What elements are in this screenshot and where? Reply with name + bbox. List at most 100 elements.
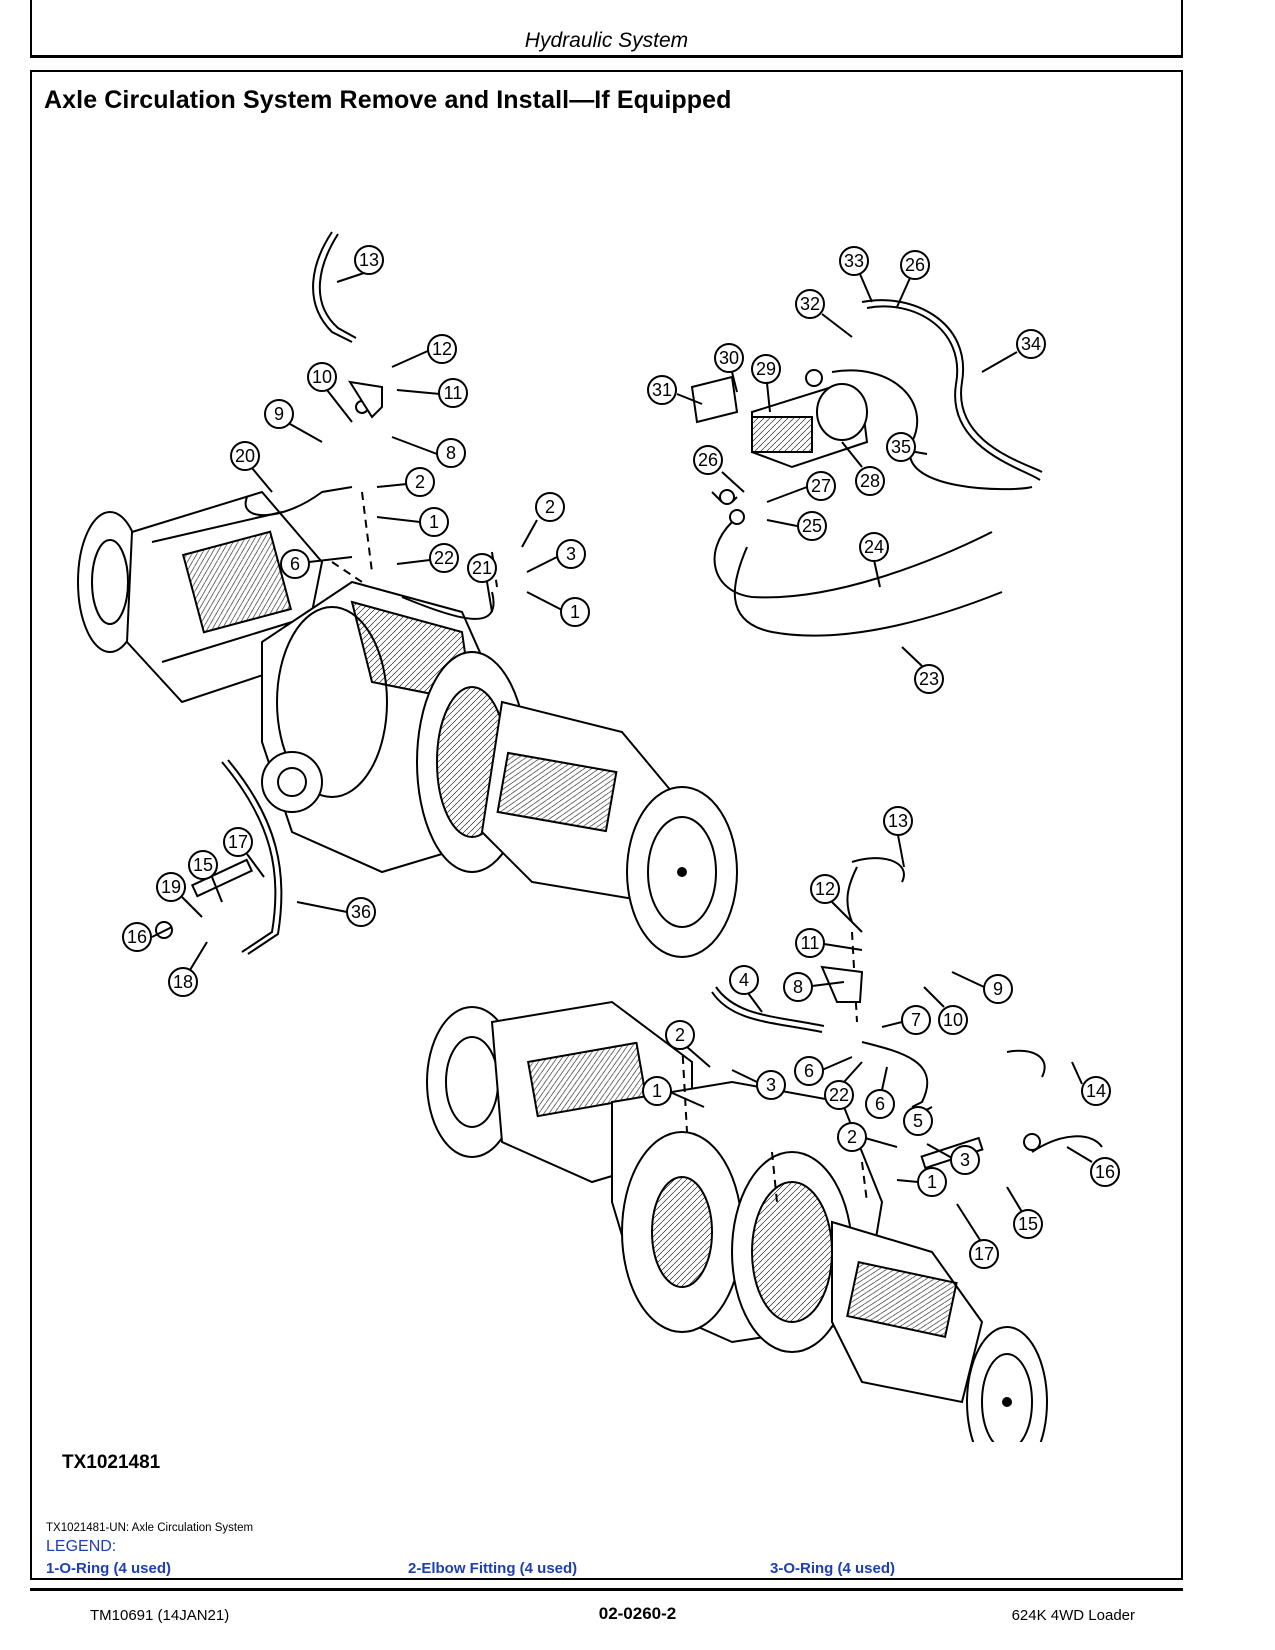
callout-6a: 6 [280,549,353,579]
callout-9: 9 [264,399,323,443]
callout-34: 34 [981,329,1046,373]
svg-text:18: 18 [173,972,193,992]
svg-text:6: 6 [875,1094,885,1114]
footer-page-number: 02-0260-2 [598,1604,677,1623]
callouts-upper: 13 12 11 10 9 8 20 2 1 6 22 21 2 3 1 17 … [122,245,590,997]
svg-text:20: 20 [235,446,255,466]
svg-text:36: 36 [351,902,371,922]
svg-text:11: 11 [444,383,463,403]
svg-text:26: 26 [905,255,925,275]
svg-text:29: 29 [756,359,776,379]
svg-text:17: 17 [974,1244,994,1264]
svg-text:6: 6 [804,1061,814,1081]
callout-2a: 2 [376,467,435,497]
lower-axle-drawing [426,1000,1048,1442]
callout-3c: 3 [926,1143,980,1175]
svg-text:10: 10 [312,367,332,387]
svg-text:7: 7 [911,1010,921,1030]
upper-hoses [155,231,498,955]
callout-26b: 26 [693,445,745,493]
svg-text:19: 19 [161,877,181,897]
callout-1a: 1 [376,507,449,537]
svg-text:25: 25 [802,516,822,536]
svg-text:8: 8 [793,977,803,997]
svg-text:1: 1 [429,512,439,532]
svg-text:28: 28 [860,471,880,491]
callout-1c: 1 [642,1076,705,1108]
footer-model: 624K 4WD Loader [1011,1607,1135,1624]
callout-33: 33 [839,246,873,303]
upper-axle-drawing [77,490,738,958]
callout-1d: 1 [896,1167,947,1197]
svg-text:10: 10 [943,1010,963,1030]
callout-28: 28 [841,441,885,496]
callout-19: 19 [156,872,203,918]
svg-text:3: 3 [566,544,576,564]
callout-13: 13 [336,245,384,283]
svg-text:1: 1 [652,1081,662,1101]
svg-text:2: 2 [415,472,425,492]
svg-text:15: 15 [193,855,213,875]
callout-30: 30 [714,343,744,393]
svg-text:12: 12 [815,879,835,899]
exploded-view-illustration: 13 12 11 10 9 8 20 2 1 6 22 21 2 3 1 17 … [77,231,1120,1442]
callout-21: 21 [467,553,497,613]
callouts-pump: 33 26 32 34 30 29 31 28 35 26 27 25 24 2… [647,246,1046,694]
callout-35: 35 [886,432,928,462]
svg-text:26: 26 [698,450,718,470]
callout-27: 27 [766,471,836,503]
callout-32: 32 [795,289,853,338]
callout-22a: 22 [396,543,459,573]
callout-10: 10 [307,362,353,423]
svg-text:33: 33 [844,251,864,271]
svg-text:16: 16 [1095,1162,1115,1182]
callout-24: 24 [859,532,889,588]
svg-text:14: 14 [1086,1081,1106,1101]
svg-text:16: 16 [127,927,147,947]
svg-text:3: 3 [960,1150,970,1170]
svg-text:32: 32 [800,294,820,314]
callout-36: 36 [296,897,376,927]
legend-label: LEGEND: [46,1538,117,1555]
footer-manual-id: TM10691 (14JAN21) [90,1607,230,1624]
svg-text:35: 35 [891,437,911,457]
callout-12: 12 [391,334,457,368]
callout-3a: 3 [526,539,586,573]
legend-item-3: 3-O-Ring (4 used) [770,1560,896,1577]
svg-text:22: 22 [829,1085,849,1105]
callout-17b: 17 [956,1203,999,1269]
svg-text:11: 11 [801,933,820,953]
callout-14: 14 [1071,1061,1111,1106]
legend-item-2: 2-Elbow Fitting (4 used) [408,1560,578,1577]
svg-text:2: 2 [545,497,555,517]
callout-1b: 1 [526,591,590,627]
header-frame: Hydraulic System [30,0,1183,58]
svg-text:31: 31 [652,380,672,400]
svg-text:2: 2 [847,1127,857,1147]
section-title: Hydraulic System [524,29,689,52]
svg-text:15: 15 [1018,1214,1038,1234]
callout-17a: 17 [223,827,265,878]
svg-text:27: 27 [811,476,831,496]
callouts-lower: 13 12 11 8 4 9 10 7 2 6 22 6 3 1 5 14 2 … [642,806,1120,1269]
svg-text:24: 24 [864,537,884,557]
callout-16a: 16 [122,922,173,952]
callout-20: 20 [230,441,273,493]
svg-text:9: 9 [274,404,284,424]
svg-text:23: 23 [919,669,939,689]
procedure-title: Axle Circulation System Remove and Insta… [44,86,732,114]
svg-text:4: 4 [739,970,749,990]
figure-caption: TX1021481-UN: Axle Circulation System [46,1522,254,1534]
svg-text:13: 13 [888,811,908,831]
callout-2d: 2 [837,1122,898,1152]
callout-8: 8 [391,436,466,468]
callout-12b: 12 [810,874,863,933]
content-frame: Axle Circulation System Remove and Insta… [30,70,1183,1580]
footer-rule [30,1588,1183,1591]
callout-2b: 2 [521,492,565,548]
callout-2c: 2 [665,1020,711,1068]
svg-text:5: 5 [913,1111,923,1131]
svg-text:9: 9 [993,979,1003,999]
svg-text:13: 13 [359,250,379,270]
callout-6c: 6 [865,1066,895,1119]
